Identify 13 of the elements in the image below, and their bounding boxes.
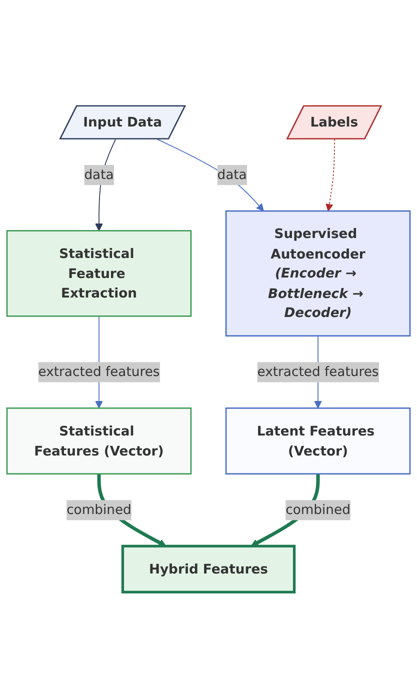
edge-label: extracted features: [257, 364, 379, 380]
edge-label: extracted features: [38, 364, 160, 380]
edge-label: data: [84, 166, 114, 183]
node-box: Statistical Feature Extraction: [6, 230, 192, 317]
node-box: Supervised Autoencoder (Encoder → Bottleneck → Decoder): [225, 210, 411, 337]
edge-label: data: [217, 166, 247, 183]
node-box: Statistical Features (Vector): [6, 407, 192, 474]
edge-label: combined: [286, 502, 350, 518]
arrow: [326, 138, 336, 212]
arrow: [156, 138, 264, 212]
edge-label: combined: [66, 502, 132, 518]
node-box: Latent Features (Vector): [225, 407, 411, 474]
node-box: Hybrid Features: [121, 544, 296, 594]
